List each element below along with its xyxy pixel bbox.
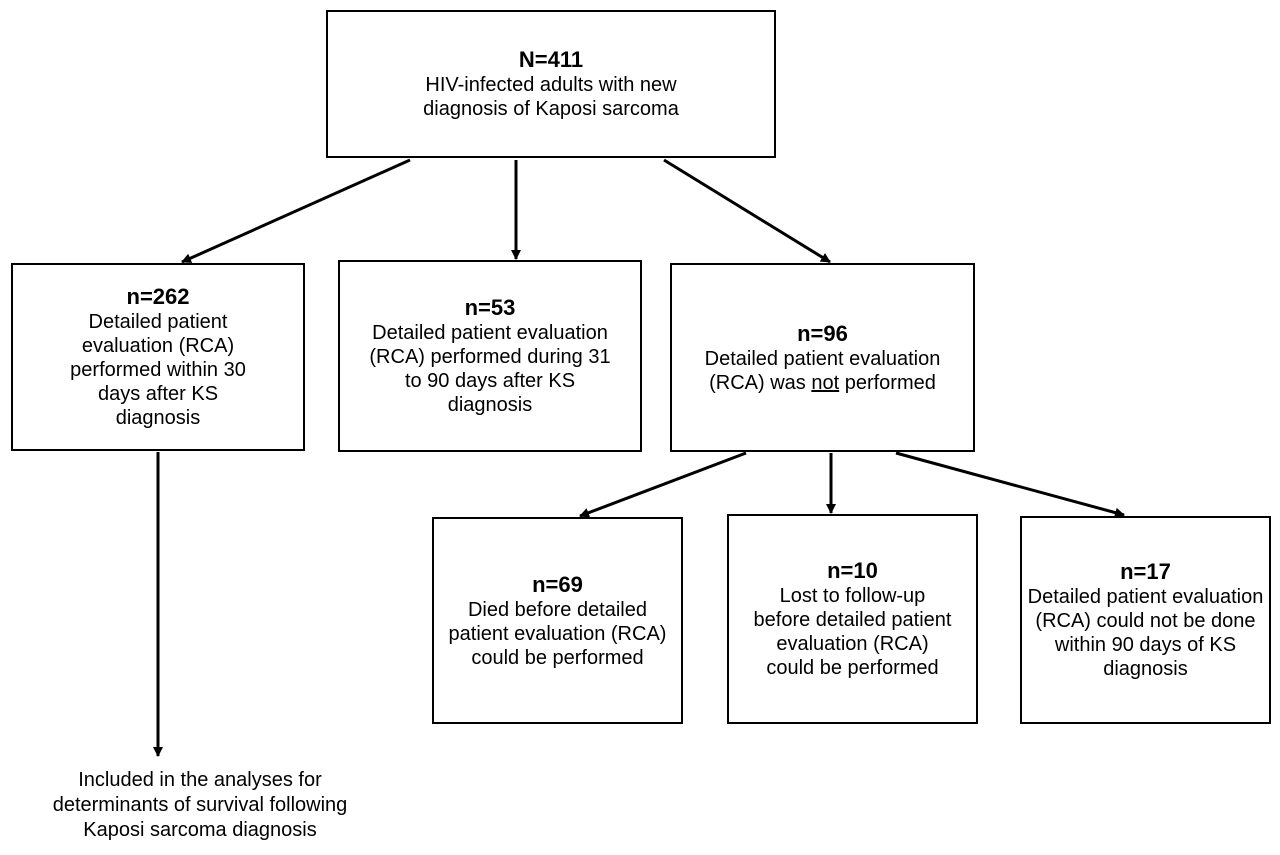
total-population-box: N=411 HIV-infected adults with new diagn… <box>326 10 776 158</box>
rca-not-performed-count: n=96 <box>797 320 848 346</box>
rca-not-done-within-90-days-count: n=17 <box>1120 559 1171 584</box>
rca-not-performed-text-suffix: performed <box>839 371 936 394</box>
rca-within-30-days-count: n=262 <box>126 284 190 309</box>
arrow-root-to-96 <box>663 158 831 264</box>
arrow-96-to-69 <box>579 451 747 518</box>
rca-31-to-90-days-box: n=53 Detailed patient evaluation (RCA) p… <box>338 260 642 452</box>
arrow-root-to-262 <box>181 158 411 264</box>
died-before-rca-box: n=69 Died before detailed patient evalua… <box>432 517 683 724</box>
died-before-rca-count: n=69 <box>532 571 583 597</box>
lost-to-follow-up-description: Lost to follow-up before detailed patien… <box>753 585 952 679</box>
analysis-inclusion-text: Included in the analyses for determinant… <box>52 769 348 841</box>
arrow-96-to-17 <box>895 451 1125 518</box>
total-count: N=411 <box>518 47 584 72</box>
rca-not-performed-description: Detailed patient evaluation (RCA) was no… <box>693 347 953 395</box>
rca-not-done-within-90-days-box: n=17 Detailed patient evaluation (RCA) c… <box>1020 516 1271 724</box>
rca-not-done-within-90-days-description: Detailed patient evaluation (RCA) could … <box>1027 586 1264 680</box>
rca-within-30-days-description: Detailed patient evaluation (RCA) perfor… <box>70 311 246 429</box>
rca-not-performed-emphasis: not <box>811 371 840 394</box>
rca-within-30-days-box: n=262 Detailed patient evaluation (RCA) … <box>11 263 305 451</box>
lost-to-follow-up-box: n=10 Lost to follow-up before detailed p… <box>727 514 978 724</box>
lost-to-follow-up-count: n=10 <box>827 558 878 583</box>
total-description: HIV-infected adults with new diagnosis o… <box>423 74 679 120</box>
rca-31-to-90-days-count: n=53 <box>464 295 516 320</box>
rca-not-performed-text-prefix: Detailed patient evaluation (RCA) was <box>704 347 941 394</box>
rca-not-performed-box: n=96 Detailed patient evaluation (RCA) w… <box>670 263 975 452</box>
died-before-rca-description: Died before detailed patient evaluation … <box>448 598 667 669</box>
rca-31-to-90-days-description: Detailed patient evaluation (RCA) perfor… <box>369 322 611 416</box>
